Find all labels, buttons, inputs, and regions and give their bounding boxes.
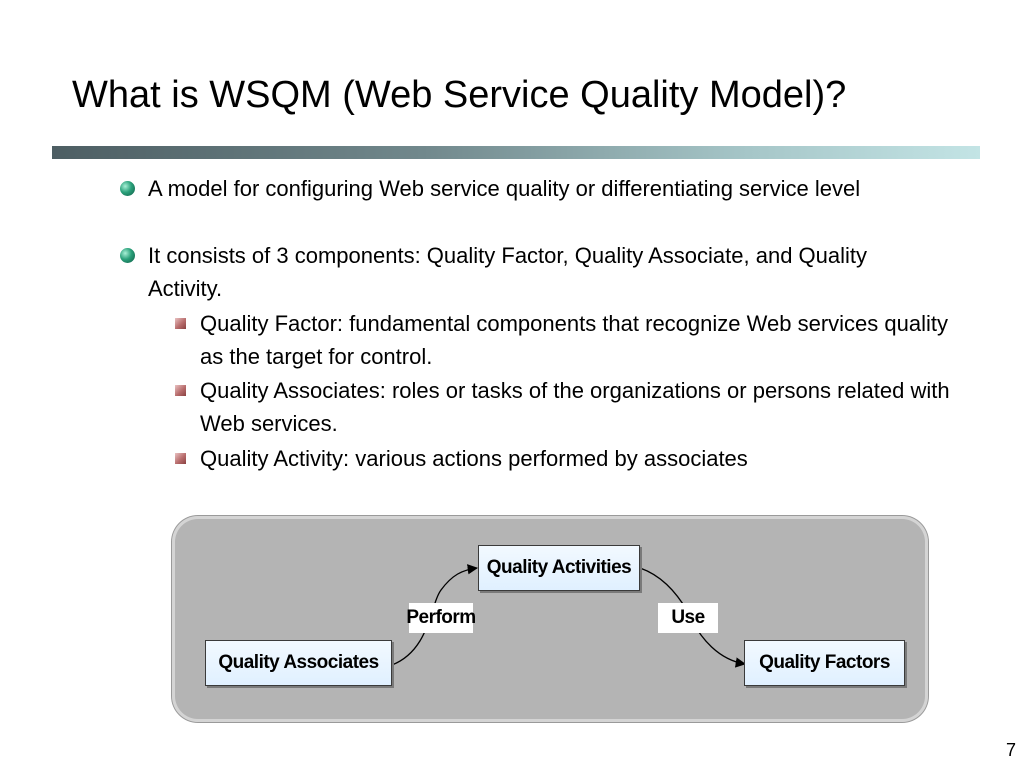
sub-bullet-item: Quality Associates: roles or tasks of th… xyxy=(175,374,960,440)
node-quality-associates: Quality Associates xyxy=(205,640,392,686)
sub-bullet-text: Quality Activity: various actions perfor… xyxy=(200,446,748,471)
node-quality-factors: Quality Factors xyxy=(744,640,905,686)
title-divider xyxy=(52,146,980,159)
bullet-text: It consists of 3 components: Quality Fac… xyxy=(148,243,868,301)
node-quality-activities: Quality Activities xyxy=(478,545,640,591)
rose-square-bullet-icon xyxy=(175,453,186,464)
perform-arrow xyxy=(391,564,479,666)
slide-title: What is WSQM (Web Service Quality Model)… xyxy=(72,74,847,116)
bullet-text: A model for configuring Web service qual… xyxy=(148,176,861,201)
sub-bullet-item: Quality Activity: various actions perfor… xyxy=(175,442,960,475)
teal-gem-bullet-icon xyxy=(120,181,135,196)
sub-bullet-text: Quality Factor: fundamental components t… xyxy=(200,311,948,369)
rose-square-bullet-icon xyxy=(175,318,186,329)
edge-label-use: Use xyxy=(658,603,718,633)
sub-bullet-item: Quality Factor: fundamental components t… xyxy=(175,307,960,373)
bullet-item: It consists of 3 components: Quality Fac… xyxy=(120,239,938,305)
teal-gem-bullet-icon xyxy=(120,248,135,263)
rose-square-bullet-icon xyxy=(175,385,186,396)
sub-bullet-text: Quality Associates: roles or tasks of th… xyxy=(200,378,950,436)
page-number: 7 xyxy=(1005,740,1016,760)
edge-label-perform: Perform xyxy=(406,603,476,633)
bullet-item: A model for configuring Web service qual… xyxy=(120,172,938,205)
